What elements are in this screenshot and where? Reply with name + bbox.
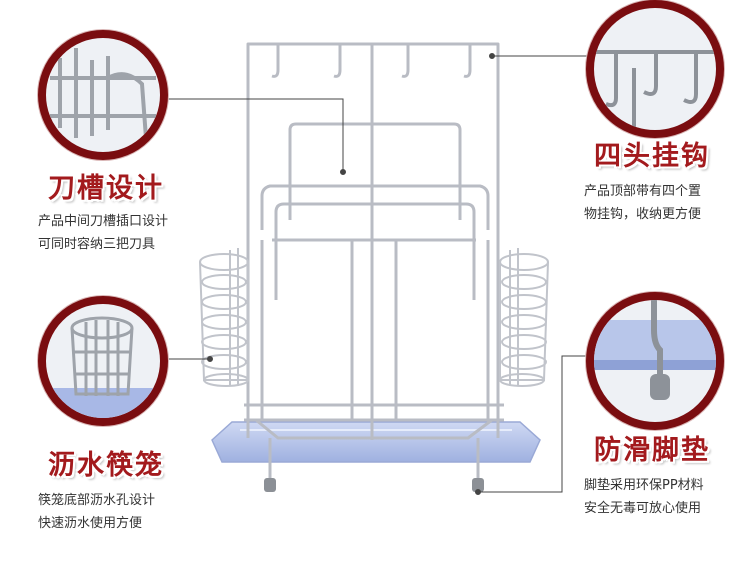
feature-title-foot-pad: 防滑脚垫 — [594, 435, 710, 466]
feature-desc-line: 脚垫采用环保PP材料 — [584, 478, 704, 493]
feature-desc-cutlery-basket: 筷笼底部沥水孔设计 快速沥水使用方便 — [38, 489, 155, 535]
hook-3 — [401, 44, 410, 78]
feature-desc-hooks: 产品顶部带有四个置 物挂钩，收纳更方便 — [584, 180, 701, 226]
feature-title-hooks: 四头挂钩 — [594, 141, 710, 172]
hooks-detail-image — [594, 50, 716, 130]
feature-desc-line: 物挂钩，收纳更方便 — [584, 207, 702, 222]
feature-desc-line: 安全无毒可放心使用 — [584, 501, 702, 516]
feature-desc-line: 产品中间刀槽插口设计 — [38, 214, 169, 229]
hook-2 — [333, 44, 342, 78]
feature-desc-line: 产品顶部带有四个置 — [584, 184, 702, 199]
detail-circle-foot-pad — [586, 292, 724, 430]
foot-pad-detail-image — [594, 300, 716, 400]
feature-desc-line: 快速沥水使用方便 — [38, 516, 143, 531]
feature-desc-line: 可同时容纳三把刀具 — [38, 237, 156, 252]
feature-desc-foot-pad: 脚垫采用环保PP材料 安全无毒可放心使用 — [584, 474, 704, 520]
feature-title-knife-slot: 刀槽设计 — [48, 173, 164, 204]
feature-desc-knife-slot: 产品中间刀槽插口设计 可同时容纳三把刀具 — [38, 210, 168, 256]
drip-tray — [211, 421, 541, 463]
detail-circle-hooks — [586, 0, 724, 138]
detail-circle-knife-slot — [38, 30, 168, 160]
knife-slot-detail-image — [50, 48, 156, 139]
foot-pad-left — [264, 478, 276, 492]
cutlery-basket-detail-image — [46, 316, 160, 418]
hook-1 — [271, 44, 280, 78]
feature-desc-line: 筷笼底部沥水孔设计 — [38, 493, 156, 508]
hook-4 — [463, 44, 472, 78]
feature-title-cutlery-basket: 沥水筷笼 — [48, 450, 164, 481]
foot-pad-right — [472, 478, 484, 492]
detail-circle-cutlery-basket — [38, 296, 168, 426]
